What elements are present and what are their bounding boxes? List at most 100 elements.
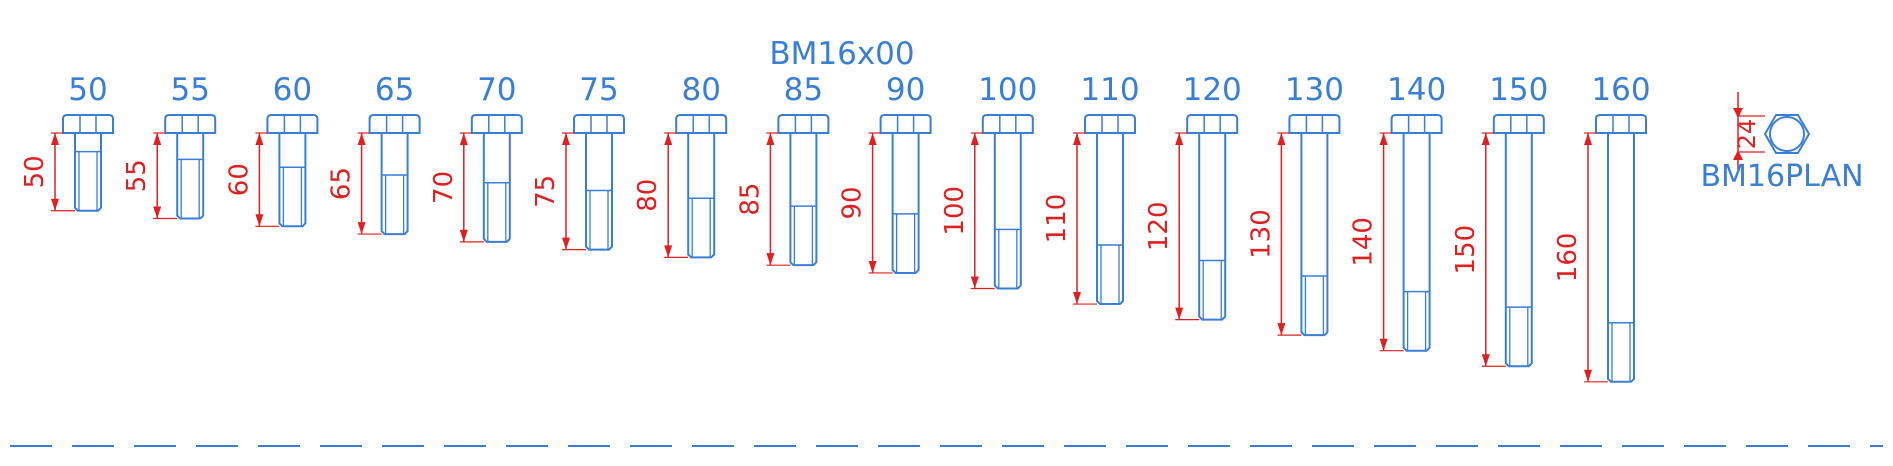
- bolt-length-label: 65: [375, 72, 414, 108]
- dimension-arrow-bottom: [1481, 354, 1490, 367]
- bolt-head: [1390, 114, 1443, 134]
- bolt-head: [164, 114, 217, 134]
- plan-arrow-top: [1733, 108, 1743, 118]
- bolt-shank: [482, 133, 511, 243]
- dimension-arrow-bottom: [51, 198, 59, 211]
- bolt-90: 90 90: [838, 72, 932, 274]
- dimension-label: 55: [122, 159, 152, 192]
- dimension-arrow-top: [562, 133, 570, 145]
- bolt-length-label: 140: [1387, 72, 1446, 108]
- plan-label: BM16PLAN: [1700, 159, 1863, 194]
- dimension-arrow-bottom: [1379, 338, 1388, 351]
- dimension-label: 100: [940, 186, 970, 236]
- dimension-label: 160: [1553, 233, 1583, 283]
- bolt-length-label: 60: [273, 72, 312, 108]
- dimension-label: 75: [531, 175, 561, 208]
- bolt-length-label: 110: [1080, 72, 1139, 108]
- bolt-120: 120 120: [1144, 72, 1242, 321]
- washer-circle: [1769, 116, 1805, 152]
- dimension-arrow-bottom: [153, 206, 162, 219]
- dimension-label: 150: [1451, 225, 1481, 275]
- bolt-140: 140 140: [1349, 72, 1446, 352]
- dimension-arrow-top: [51, 133, 59, 145]
- dimension-arrow-bottom: [459, 229, 468, 242]
- bolt-160: 160 160: [1553, 72, 1651, 383]
- bolt-head: [675, 114, 728, 134]
- plan-arrow-bottom: [1733, 150, 1743, 160]
- bolt-head: [573, 114, 625, 134]
- dimension-label: 85: [735, 183, 765, 216]
- dimension-label: 120: [1144, 201, 1174, 251]
- bolt-shank: [993, 133, 1022, 290]
- bolt-shank: [891, 133, 920, 274]
- bolt-shank: [74, 133, 102, 212]
- dimension-arrow-bottom: [562, 237, 570, 250]
- bolt-100: 100 100: [940, 72, 1037, 290]
- hexagon-head-plan: [1763, 114, 1811, 154]
- bolt-length-label: 160: [1591, 72, 1650, 108]
- bolt-length-label: 75: [579, 72, 618, 108]
- dimension-label: 50: [20, 155, 50, 188]
- bolt-60: 60 60: [224, 72, 319, 228]
- bolt-65: 65 65: [327, 72, 421, 236]
- dimension-arrow-bottom: [868, 260, 877, 273]
- bolt-head: [1595, 114, 1647, 134]
- dimension-arrow-top: [1481, 133, 1490, 145]
- bolt-head: [1288, 114, 1341, 134]
- bolt-head: [1084, 114, 1136, 134]
- dimension-arrow-top: [255, 133, 264, 145]
- dimension-arrow-bottom: [664, 245, 673, 258]
- dimension-arrow-bottom: [255, 214, 264, 227]
- bolt-shank: [585, 133, 613, 251]
- bolt-shank: [687, 133, 716, 259]
- dimension-label: 65: [327, 167, 357, 200]
- bolt-head: [368, 114, 421, 134]
- dimension-arrow-top: [1175, 133, 1184, 145]
- bolt-head: [266, 114, 319, 134]
- bolt-head: [1186, 114, 1239, 134]
- bolt-head: [879, 114, 932, 134]
- dimension-label: 140: [1349, 217, 1379, 267]
- dimension-arrow-top: [357, 133, 366, 145]
- dimension-arrow-bottom: [1073, 292, 1081, 305]
- bolt-shank: [1300, 133, 1329, 337]
- bolt-length-label: 100: [978, 72, 1037, 108]
- bolt-length-label: 120: [1183, 72, 1242, 108]
- bolt-length-label: 90: [886, 72, 925, 108]
- drawing-title: BM16x00: [769, 36, 914, 72]
- dimension-arrow-bottom: [357, 222, 366, 235]
- bolt-70: 70 70: [429, 72, 523, 243]
- bolt-shank: [1198, 133, 1227, 321]
- dimension-arrow-top: [1584, 133, 1592, 145]
- bolt-shank: [789, 133, 818, 267]
- dimension-arrow-bottom: [1277, 323, 1286, 336]
- dimension-arrow-top: [868, 133, 877, 145]
- dimension-label: 90: [838, 186, 868, 219]
- bolt-head: [1492, 114, 1545, 134]
- dimension-label: 60: [224, 163, 254, 196]
- dimension-label: 110: [1042, 194, 1072, 244]
- dimension-arrow-bottom: [766, 253, 775, 266]
- dimension-arrow-bottom: [1175, 307, 1184, 320]
- bolt-length-label: 55: [170, 72, 209, 108]
- bolt-shank: [380, 133, 409, 236]
- bolt-head: [470, 114, 523, 134]
- bolt-shank: [1607, 133, 1635, 383]
- bolt-length-label: 70: [477, 72, 516, 108]
- bolt-head: [777, 114, 830, 134]
- dimension-arrow-top: [459, 133, 468, 145]
- dimension-label: 80: [633, 179, 663, 212]
- bolt-shank: [1402, 133, 1431, 352]
- dimension-arrow-top: [1379, 133, 1388, 145]
- dimension-arrow-top: [766, 133, 775, 145]
- bolt-shank: [278, 133, 307, 228]
- dimension-arrow-bottom: [1584, 369, 1592, 382]
- bolt-55: 55 55: [122, 72, 217, 220]
- bolt-shank: [176, 133, 205, 220]
- dimension-label: 70: [429, 171, 459, 204]
- bolt-head: [981, 114, 1034, 134]
